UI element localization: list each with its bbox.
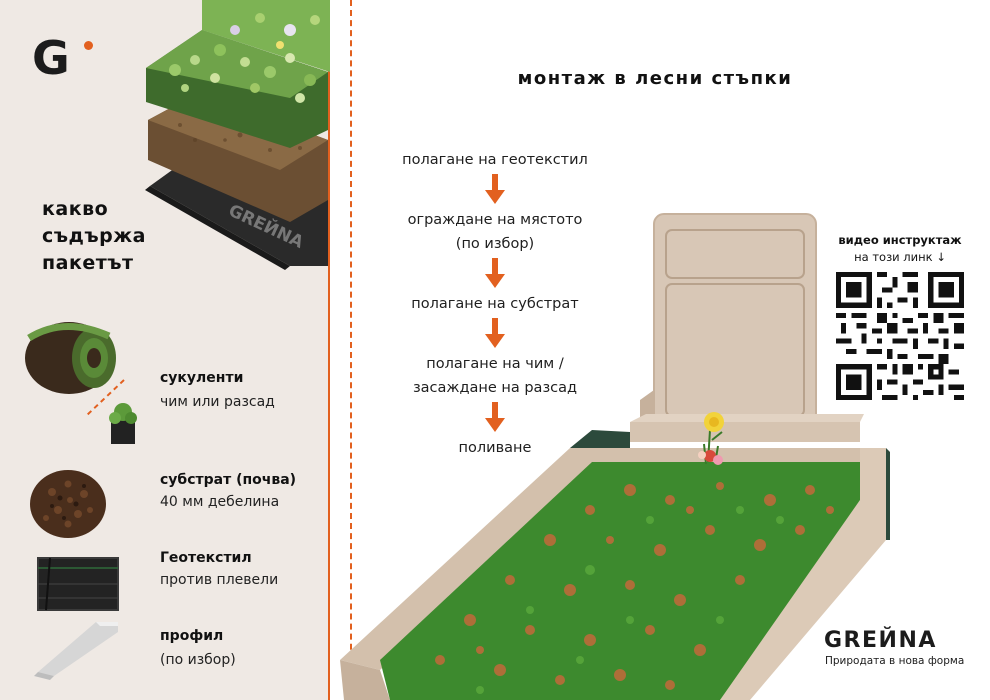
package-item-geotextile: Геотекстил против плевели — [24, 548, 324, 618]
brand-name: GREЙNA — [824, 628, 937, 653]
installation-step: полагане на геотекстил — [402, 152, 588, 168]
installation-step: полагане на чим / засаждане на разсад — [412, 356, 578, 396]
product-layers-illustration: GREЙNA — [145, 0, 330, 270]
package-item-succulents: сукуленти чим или разсад — [24, 318, 324, 444]
installation-steps: полагане на геотекстил ограждане на мяст… — [370, 148, 620, 460]
package-item-profile: профил (по избор) — [24, 620, 324, 690]
installation-step: поливане — [458, 440, 532, 456]
item-subtitle: (по избор) — [160, 652, 236, 668]
item-title: профил — [160, 628, 224, 644]
item-title: Геотекстил — [160, 550, 252, 566]
video-subtitle: на този линк ↓ — [854, 250, 946, 264]
package-contents-title: какво съдържа пакетът — [42, 198, 146, 274]
profile-icon — [34, 622, 118, 680]
item-title: субстрат (почва) — [160, 472, 297, 488]
brand-logo: G — [32, 31, 70, 85]
brand-logo-dot — [84, 41, 93, 50]
grave-illustration — [340, 213, 890, 700]
installation-step: полагане на субстрат — [411, 296, 579, 312]
substrate-icon — [30, 470, 106, 538]
arrow-down-icon — [485, 402, 505, 432]
qr-code[interactable] — [836, 272, 964, 400]
item-title: сукуленти — [160, 370, 244, 386]
succulent-roll-icon — [25, 322, 137, 444]
installation-step: ограждане на мястото (по избор) — [407, 212, 583, 252]
brand-tagline: Природата в нова форма — [825, 655, 965, 667]
cut-line — [350, 0, 352, 700]
installation-title: монтаж в лесни стъпки — [517, 68, 793, 89]
arrow-down-icon — [485, 258, 505, 288]
geotextile-icon — [37, 557, 119, 611]
arrow-down-icon — [485, 318, 505, 348]
item-subtitle: чим или разсад — [160, 394, 275, 410]
item-subtitle: 40 мм дебелина — [160, 494, 280, 510]
video-title: видео инструктаж — [838, 233, 962, 247]
panel-divider — [328, 0, 330, 700]
package-item-substrate: субстрат (почва) 40 мм дебелина — [24, 462, 324, 538]
arrow-down-icon — [485, 174, 505, 204]
video-instructions-caption: видео инструктаж на този линк ↓ — [830, 232, 970, 266]
item-subtitle: против плевели — [160, 572, 279, 588]
